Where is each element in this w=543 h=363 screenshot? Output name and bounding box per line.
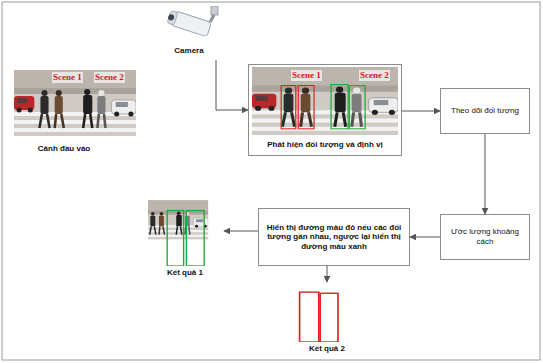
result-node: Kết quả 1 [146,198,224,282]
result-image-1 [148,200,222,266]
image-caption: Cảnh đầu vào [14,144,114,154]
connector-arrow [402,111,440,112]
scene-label: Scene 2 [94,72,125,83]
process-text: Ước lượng khoảng cách [447,227,523,246]
input-scene: Scene 1 Scene 2 Cảnh đầu vào [14,70,136,156]
result-node: Kết quả 2 [288,282,366,358]
process-box: Ước lượng khoảng cách [440,214,530,260]
result-boxes-2 [290,284,364,342]
result-label: Kết quả 1 [146,268,224,278]
connector-arrow [485,134,486,214]
connector-arrow [327,266,328,282]
scene-label: Scene 2 [359,70,390,81]
result-label: Kết quả 2 [288,344,366,354]
process-box: Theo dõi đối tượng [440,88,530,134]
camera-node: Camera [158,4,230,60]
camera-label: Camera [164,46,214,56]
camera-icon [164,6,220,42]
outer-frame [2,2,540,360]
process-text: Hiển thị đường màu đỏ nếu các đối tượng … [265,223,403,252]
process-text: Theo dõi đối tượng [451,106,519,116]
connector-arrow [216,60,248,110]
detection-box: Scene 1 Scene 2 Phát hiện đối tượng và địn… [248,64,402,156]
scene-label: Scene 1 [52,72,83,83]
process-box: Hiển thị đường màu đỏ nếu các đối tượng … [258,208,410,266]
connector-arrow [224,231,258,232]
box-caption: Phát hiện đối tượng và định vị [249,140,401,150]
connector-arrow [410,237,440,238]
scene-label: Scene 1 [291,70,322,81]
